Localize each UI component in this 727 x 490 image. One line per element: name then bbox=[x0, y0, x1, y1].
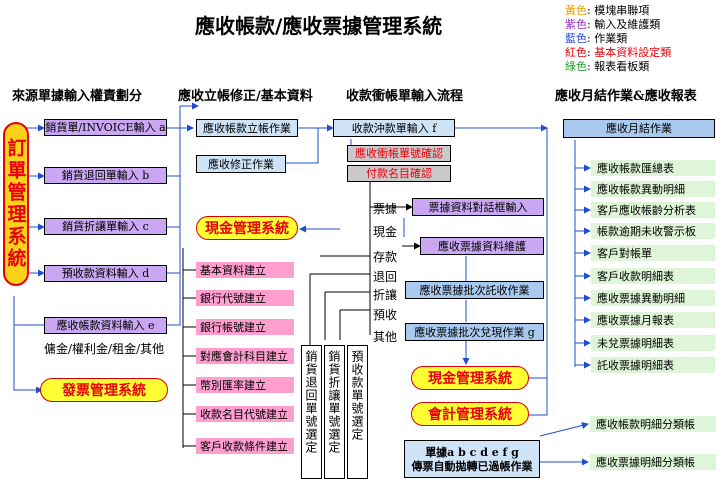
sales-return-box[interactable]: 銷貨退回單輸入 b bbox=[44, 167, 167, 184]
legend-description: 報表看板類 bbox=[594, 60, 650, 73]
legend-color-name: 紅色 bbox=[565, 46, 587, 59]
confirm-number-box[interactable]: 應收衝帳單號確認 bbox=[347, 145, 451, 162]
invoice-system-pill[interactable]: 發票管理系統 bbox=[40, 378, 168, 402]
report-item[interactable]: 未兌票據明細表 bbox=[591, 335, 715, 351]
receipt-maintain-box[interactable]: 應收票據資料維護 bbox=[420, 237, 544, 255]
flow-label: 折讓 bbox=[373, 288, 398, 302]
collection-entry-box[interactable]: 收款沖款單輸入 f bbox=[333, 119, 455, 137]
report-item[interactable]: 客戶收款明細表 bbox=[591, 268, 715, 284]
legend-description: 基本資料設定類 bbox=[594, 46, 672, 59]
ledger-report-item[interactable]: 應收票據明細分類帳 bbox=[590, 454, 716, 470]
report-item[interactable]: 客戶應收帳齡分析表 bbox=[591, 202, 715, 218]
legend-color-name: 綠色 bbox=[565, 60, 587, 73]
flow-label: 存款 bbox=[373, 250, 398, 264]
sales-allowance-box[interactable]: 銷貨折讓單輸入 c bbox=[44, 218, 167, 235]
legend-item: 紅色: 基本資料設定類 bbox=[565, 46, 672, 59]
legend-description: 輸入及維護類 bbox=[594, 18, 661, 31]
header-monthly: 應收月結作業&應收報表 bbox=[555, 89, 697, 104]
receipt-dialog-box[interactable]: 票據資料對話框輸入 bbox=[412, 198, 544, 216]
basic-data-item[interactable]: 銀行代號建立 bbox=[196, 290, 294, 306]
legend-item: 綠色: 報表看板類 bbox=[565, 60, 650, 73]
legend-description: 作業類 bbox=[594, 32, 628, 45]
auto-voucher-line2: 傳票自動拋轉已過帳作業 bbox=[411, 459, 533, 473]
order-system-pill[interactable]: 訂單管理系統 bbox=[3, 122, 29, 286]
advance-number-select[interactable]: 預收款單號選定 bbox=[347, 345, 368, 479]
basic-data-item[interactable]: 幣別匯率建立 bbox=[196, 377, 294, 393]
legend-item: 紫色: 輸入及維護類 bbox=[565, 18, 661, 31]
allowance-number-select[interactable]: 銷貨折讓單號選定 bbox=[324, 345, 345, 479]
legend-description: 模塊串聯項 bbox=[594, 4, 650, 17]
basic-data-item[interactable]: 客戶收款條件建立 bbox=[196, 438, 294, 454]
flow-label: 現金 bbox=[373, 225, 398, 239]
page-title: 應收帳款/應收票據管理系統 bbox=[195, 14, 443, 38]
confirm-item-box[interactable]: 付款名目確認 bbox=[347, 165, 451, 182]
legend-color-name: 紫色 bbox=[565, 18, 587, 31]
report-item[interactable]: 託收票據明細表 bbox=[591, 357, 715, 373]
ar-data-box[interactable]: 應收帳款資料輸入 e bbox=[44, 317, 167, 334]
header-flow: 收款衝帳單輸入流程 bbox=[346, 89, 464, 104]
auto-voucher-line1: 單據a b c d e f g bbox=[425, 445, 519, 459]
ar-modify-box[interactable]: 應收修正作業 bbox=[196, 155, 286, 173]
flow-label: 退回 bbox=[373, 270, 398, 284]
report-item[interactable]: 應收帳款匯總表 bbox=[591, 160, 715, 176]
header-ar: 應收立帳修正/基本資料 bbox=[178, 89, 313, 104]
auto-voucher-box[interactable]: 單據a b c d e f g 傳票自動拋轉已過帳作業 bbox=[404, 440, 540, 478]
legend-item: 藍色: 作業類 bbox=[565, 32, 628, 45]
legend-color-name: 黃色 bbox=[565, 4, 587, 17]
cash-system-pill-2[interactable]: 現金管理系統 bbox=[411, 366, 529, 390]
flow-label: 其他 bbox=[373, 330, 398, 344]
sales-invoice-box[interactable]: 銷貨單/INVOICE輸入 a bbox=[44, 119, 167, 136]
return-number-select[interactable]: 銷貨退回單號選定 bbox=[301, 345, 322, 479]
report-item[interactable]: 應收票據月報表 bbox=[591, 312, 715, 328]
legend-item: 黃色: 模塊串聯項 bbox=[565, 4, 650, 17]
report-item[interactable]: 應收帳款異動明細 bbox=[591, 181, 715, 197]
ar-setup-box[interactable]: 應收帳款立帳作業 bbox=[196, 119, 298, 137]
ledger-report-item[interactable]: 應收帳款明細分類帳 bbox=[590, 416, 716, 432]
monthly-close-box[interactable]: 應收月結作業 bbox=[563, 119, 715, 138]
batch-collect-box[interactable]: 應收票據批次託收作業 bbox=[405, 281, 544, 299]
basic-data-item[interactable]: 基本資料建立 bbox=[196, 262, 294, 278]
gl-system-pill[interactable]: 會計管理系統 bbox=[411, 402, 529, 426]
report-item[interactable]: 客戶對帳單 bbox=[591, 245, 715, 261]
legend-color-name: 藍色 bbox=[565, 32, 587, 45]
source-note: 傭金/權利金/租金/其他 bbox=[44, 342, 165, 356]
flow-label: 預收 bbox=[373, 308, 398, 322]
basic-data-item[interactable]: 對應會計科目建立 bbox=[196, 348, 294, 364]
report-item[interactable]: 帳款逾期未收警示板 bbox=[591, 223, 715, 239]
header-source: 來源單據輸入權責劃分 bbox=[12, 89, 143, 104]
cash-system-pill[interactable]: 現金管理系統 bbox=[196, 216, 298, 240]
batch-cash-box[interactable]: 應收票據批次兌現作業 g bbox=[405, 323, 544, 341]
advance-receipt-box[interactable]: 預收款資料輸入 d bbox=[44, 265, 167, 282]
basic-data-item[interactable]: 銀行帳號建立 bbox=[196, 319, 294, 335]
flow-label: 票據 bbox=[373, 202, 398, 216]
basic-data-item[interactable]: 收款名目代號建立 bbox=[196, 406, 294, 422]
report-item[interactable]: 應收票據異動明細 bbox=[591, 290, 715, 306]
